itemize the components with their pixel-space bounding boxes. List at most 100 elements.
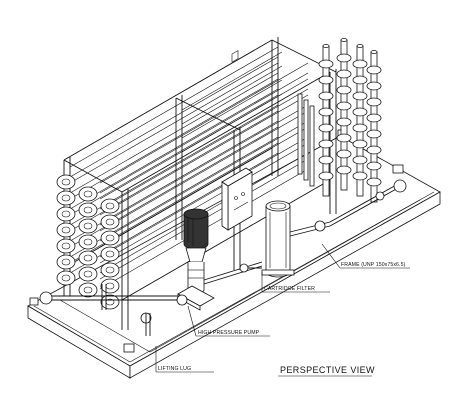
manifold-disc	[366, 113, 382, 123]
vessel-end-cap	[100, 198, 120, 214]
label-frame: FRAME (UNP 150x75x6.5)	[341, 262, 406, 268]
manifold-disc	[318, 155, 334, 165]
label-cartridge-filter: CARTRIDGE FILTER	[264, 286, 315, 292]
manifold-column-top	[370, 50, 378, 54]
manifold-disc	[336, 85, 352, 95]
vessel-end-cap-port	[105, 202, 115, 210]
vessel-end-cap	[56, 254, 76, 270]
vessel-end-cap	[78, 218, 98, 234]
membrane-vessel-edge	[99, 126, 309, 248]
membrane-vessel-edge	[181, 93, 283, 153]
manifold-disc	[352, 75, 368, 85]
label-lifting-lug: LIFTING LUG	[158, 366, 191, 372]
vessel-end-cap	[56, 206, 76, 222]
membrane-vessel-edge	[69, 94, 279, 216]
view-title: PERSPECTIVE VIEW	[280, 365, 375, 375]
vessel-end-cap-port	[61, 226, 71, 234]
vessel-end-cap-port	[61, 210, 71, 218]
manifold-disc	[318, 107, 334, 117]
vessel-end-cap-port	[105, 218, 115, 226]
membrane-vessel-edge	[181, 79, 283, 139]
manifold-disc	[318, 75, 334, 85]
vessel-end-cap	[78, 202, 98, 218]
vessel-end-cap	[100, 246, 120, 262]
manifold-disc	[352, 123, 368, 133]
vessel-end-cap	[100, 230, 120, 246]
manifold-disc	[352, 139, 368, 149]
valve-stub	[309, 105, 315, 187]
vessel-end-cap-port	[83, 286, 93, 294]
manifold-disc	[366, 129, 382, 139]
manifold-disc	[352, 171, 368, 181]
manifold-disc	[352, 155, 368, 165]
manifold-disc	[318, 59, 334, 69]
vessel-end-cap	[100, 214, 120, 230]
manifold-disc	[366, 145, 382, 155]
membrane-vessel-edge	[99, 120, 309, 242]
vessel-end-cap	[78, 282, 98, 298]
manifold-disc	[336, 53, 352, 63]
vessel-end-cap-port	[83, 238, 93, 246]
manifold-disc	[366, 65, 382, 75]
vessel-end-cap-port	[61, 178, 71, 186]
vessel-end-cap-port	[83, 254, 93, 262]
manifold-disc	[336, 165, 352, 175]
vessel-end-cap	[100, 278, 120, 294]
manifold-disc	[366, 97, 382, 107]
vessel-end-cap-port	[83, 190, 93, 198]
vessel-end-cap-port	[105, 234, 115, 242]
vessel-end-cap	[56, 222, 76, 238]
vessel-end-cap	[100, 262, 120, 278]
vessel-end-cap-port	[61, 258, 71, 266]
membrane-vessel-edge	[69, 56, 279, 178]
vessel-end-cap	[100, 294, 120, 310]
membrane-vessel-edge	[181, 51, 283, 111]
vessel-end-cap	[78, 234, 98, 250]
membrane-vessel-edge	[99, 72, 309, 194]
membrane-vessel-edge	[69, 78, 279, 200]
control-panel	[221, 50, 253, 231]
label-high-pressure-pump: HIGH PRESSURE PUMP	[198, 330, 260, 336]
membrane-vessel-edge	[69, 88, 279, 210]
manifold-disc	[318, 171, 334, 181]
vessel-end-cap-port	[61, 194, 71, 202]
vessel-end-cap-port	[83, 206, 93, 214]
membrane-vessel-edge	[99, 142, 309, 264]
manifold-disc	[352, 59, 368, 69]
membrane-vessel-edge	[181, 65, 283, 125]
manifold-column-top	[322, 44, 330, 48]
manifold-disc	[366, 177, 382, 187]
vessel-end-cap	[56, 190, 76, 206]
manifold-disc	[366, 161, 382, 171]
membrane-vessel-edge	[69, 72, 279, 194]
membrane-vessel-edge	[99, 104, 309, 226]
vessel-end-cap	[56, 270, 76, 286]
membrane-vessel-edge	[99, 136, 309, 258]
vessel-end-caps-left	[56, 174, 120, 310]
membrane-vessel-edge	[99, 110, 309, 232]
manifold-disc	[366, 81, 382, 91]
manifold-disc	[336, 117, 352, 127]
manifold-column-top	[340, 38, 348, 42]
manifold-disc	[336, 133, 352, 143]
high-pressure-pump	[177, 208, 215, 311]
manifold-disc	[318, 123, 334, 133]
vessel-end-cap	[78, 250, 98, 266]
vessel-end-cap-port	[61, 242, 71, 250]
manifold-disc	[336, 149, 352, 159]
manifold-column-top	[356, 44, 364, 48]
membrane-vessel-edge	[99, 88, 309, 210]
membrane-vessel-edge	[99, 62, 309, 184]
manifold-disc	[318, 91, 334, 101]
membrane-vessel-edge	[99, 94, 309, 216]
vessel-end-cap	[56, 174, 76, 190]
manifold-disc	[336, 69, 352, 79]
vessel-end-cap-port	[105, 266, 115, 274]
vessel-end-cap-port	[61, 274, 71, 282]
leader-lines	[155, 243, 410, 377]
valve-stub	[303, 99, 309, 181]
membrane-vessel-edge	[69, 62, 279, 184]
vessel-end-cap-port	[83, 270, 93, 278]
